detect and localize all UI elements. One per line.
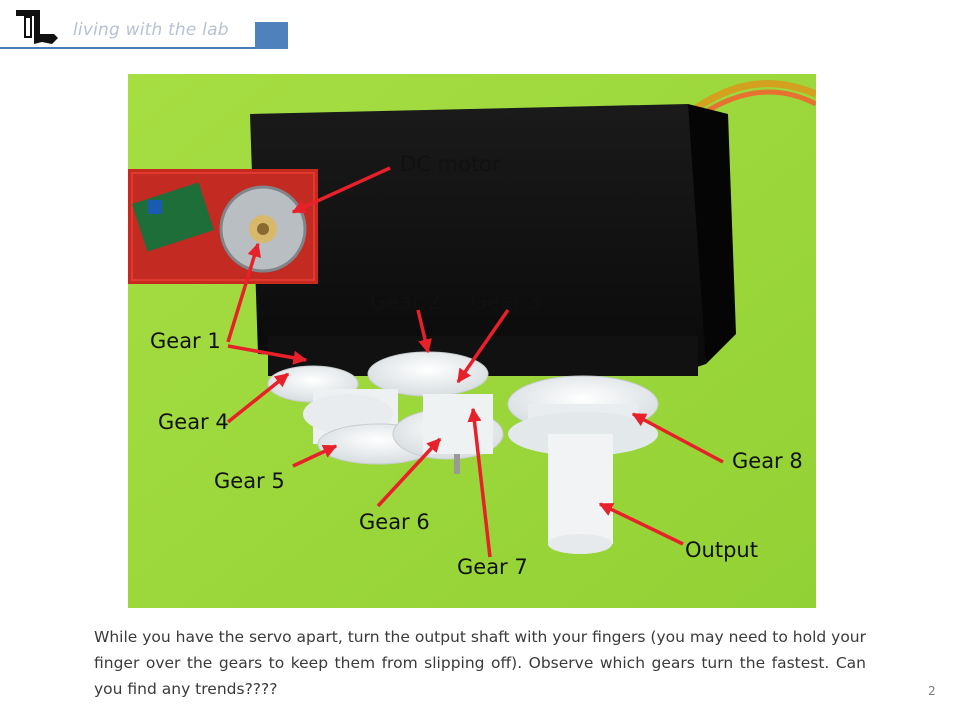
label-gear-8: Gear 8 xyxy=(732,449,803,473)
logo-icon xyxy=(14,8,60,46)
header-rule xyxy=(0,47,255,49)
label-gear-1: Gear 1 xyxy=(150,329,221,353)
label-output: Output xyxy=(685,538,758,562)
servo-gears-photo: DC motor Gear 1 Gear 2 Gear 3 Gear 4 Gea… xyxy=(128,74,816,608)
caption-text: While you have the servo apart, turn the… xyxy=(94,628,866,698)
brand-text: living with the lab xyxy=(73,20,229,40)
label-gear-3: Gear 3 xyxy=(471,290,542,314)
label-gear-6: Gear 6 xyxy=(359,510,430,534)
label-gear-4: Gear 4 xyxy=(158,410,229,434)
label-gear-2: Gear 2 xyxy=(370,290,441,314)
header-accent-square xyxy=(255,22,288,49)
page-number: 2 xyxy=(928,684,936,698)
label-dc-motor: DC motor xyxy=(400,152,501,176)
label-gear-7: Gear 7 xyxy=(457,555,528,579)
label-gear-5: Gear 5 xyxy=(214,469,285,493)
